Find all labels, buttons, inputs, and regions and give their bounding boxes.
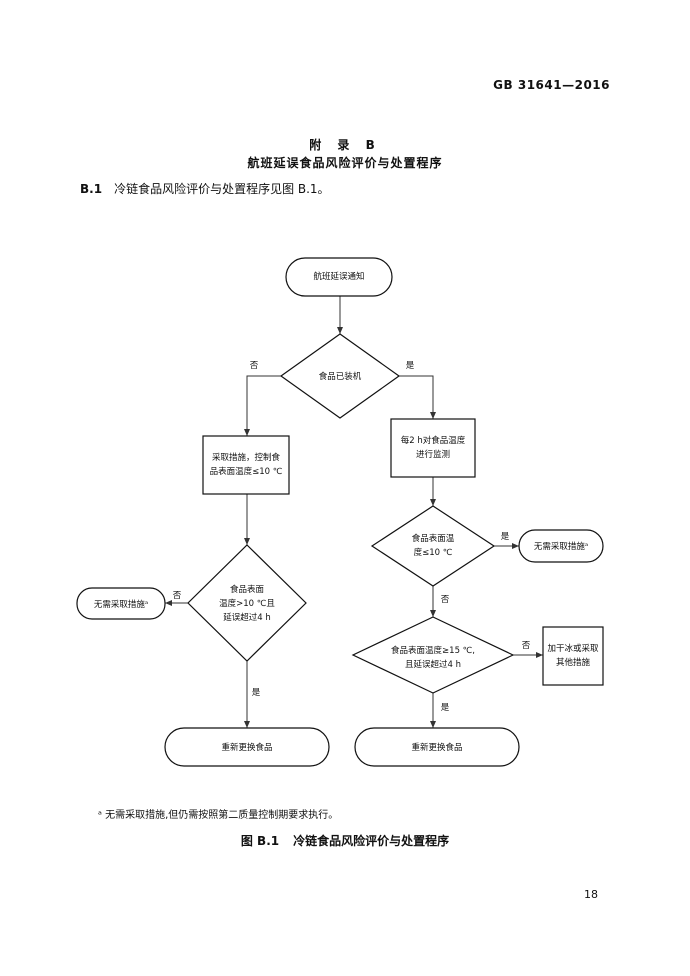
label-yes-left: 是 bbox=[252, 688, 261, 698]
left-decision-line2: 温度>10 ℃且 bbox=[219, 598, 275, 609]
label-no-right1: 否 bbox=[441, 595, 450, 605]
clause-b1: B.1 冷链食品风险评价与处置程序见图 B.1。 bbox=[80, 180, 330, 197]
right-monitor-line2: 进行监测 bbox=[416, 449, 450, 460]
decision-left-temp-delay bbox=[187, 544, 307, 662]
appendix-label: 附 录 B bbox=[309, 138, 381, 152]
right-monitor-box bbox=[390, 418, 476, 478]
right-decision2-line1: 食品表面温度≥15 ℃, bbox=[391, 645, 475, 656]
label-yes-loaded: 是 bbox=[406, 361, 415, 371]
figure-caption: 图 B.1 冷链食品风险评价与处置程序 bbox=[0, 832, 690, 849]
right-monitor-line1: 每2 h对食品温度 bbox=[401, 435, 466, 446]
page-number: 18 bbox=[584, 888, 598, 901]
decision-food-loaded bbox=[279, 333, 401, 419]
dry-ice-line2: 其他措施 bbox=[556, 657, 591, 668]
decision-food-loaded-label: 食品已装机 bbox=[319, 371, 362, 382]
right-decision2-line2: 且延误超过4 h bbox=[405, 659, 461, 670]
left-decision-line1: 食品表面 bbox=[230, 584, 265, 595]
clause-text: 冷链食品风险评价与处置程序见图 B.1。 bbox=[114, 182, 330, 196]
footnote: ᵃ 无需采取措施,但仍需按照第二质量控制期要求执行。 bbox=[98, 810, 339, 821]
decision-right-temp-le10 bbox=[370, 505, 496, 587]
label-yes-right1: 是 bbox=[501, 532, 510, 542]
right-no-action-label: 无需采取措施ᵃ bbox=[534, 541, 588, 552]
dry-ice-action-box bbox=[542, 626, 604, 686]
left-action-line1: 采取措施，控制食 bbox=[212, 452, 281, 463]
standard-code: GB 31641—2016 bbox=[493, 78, 610, 92]
right-decision1-line1: 食品表面温 bbox=[412, 533, 455, 544]
right-decision1-line2: 度≤10 ℃ bbox=[414, 547, 453, 558]
dry-ice-line1: 加干冰或采取 bbox=[547, 643, 599, 654]
label-no-right2: 否 bbox=[522, 641, 531, 651]
replace-food-left-terminal bbox=[164, 727, 330, 767]
figure-number: 图 B.1 bbox=[240, 834, 280, 848]
start-terminal bbox=[285, 257, 393, 297]
label-no-left: 否 bbox=[173, 591, 182, 601]
right-no-action-terminal bbox=[518, 529, 604, 563]
connectors bbox=[165, 296, 543, 728]
left-decision-line3: 延误超过4 h bbox=[223, 612, 271, 623]
replace-food-left-label: 重新更换食品 bbox=[221, 742, 272, 753]
left-action-box bbox=[202, 435, 290, 495]
figure-title: 冷链食品风险评价与处置程序 bbox=[293, 834, 450, 848]
arrow-loaded-yes bbox=[399, 375, 436, 419]
replace-food-right-terminal bbox=[354, 727, 520, 767]
label-yes-right2: 是 bbox=[441, 703, 450, 713]
left-no-action-terminal bbox=[76, 587, 166, 620]
replace-food-right-label: 重新更换食品 bbox=[411, 742, 462, 753]
start-label: 航班延误通知 bbox=[313, 271, 364, 282]
appendix-title: 航班延误食品风险评价与处置程序 bbox=[247, 156, 443, 170]
label-no-loaded: 否 bbox=[250, 361, 259, 371]
decision-right-temp-ge15 bbox=[351, 616, 515, 694]
clause-number: B.1 bbox=[80, 182, 103, 196]
left-no-action-label: 无需采取措施ᵃ bbox=[94, 599, 148, 610]
arrow-loaded-no bbox=[244, 375, 281, 436]
left-action-line2: 品表面温度≤10 ℃ bbox=[210, 466, 283, 477]
